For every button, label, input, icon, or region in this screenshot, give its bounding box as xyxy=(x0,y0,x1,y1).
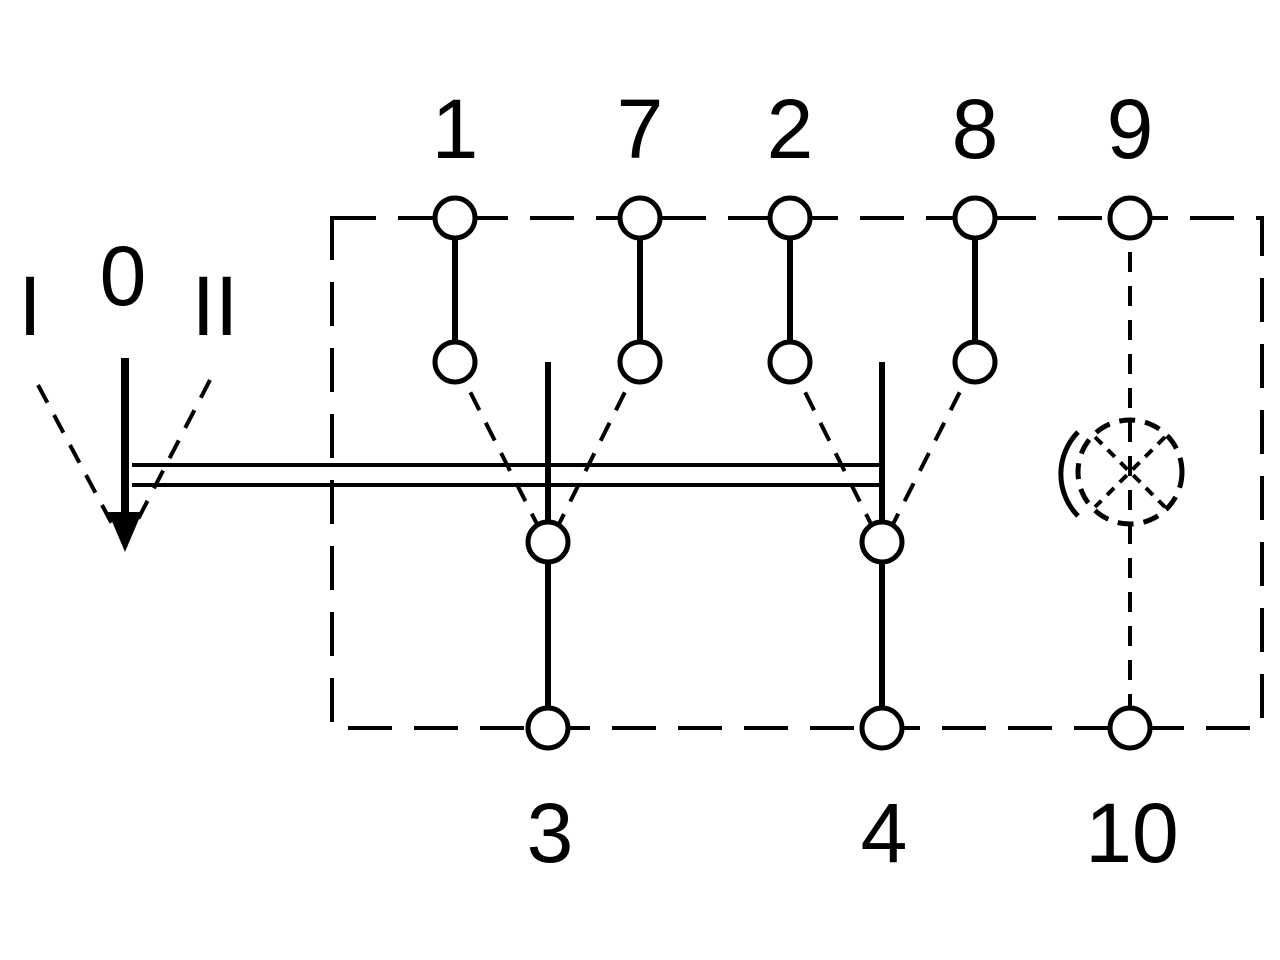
terminal-label-4: 4 xyxy=(861,786,908,880)
fixed-contacts xyxy=(452,218,978,362)
contact-2 xyxy=(767,339,813,385)
terminals xyxy=(432,195,1153,751)
terminal-label-1: 1 xyxy=(432,82,479,176)
terminal-9 xyxy=(1107,195,1153,241)
housing-outline xyxy=(330,216,1264,730)
contact-7 xyxy=(617,339,663,385)
position-labels: I 0 II xyxy=(18,229,238,353)
terminal-label-8: 8 xyxy=(952,82,999,176)
position-label-0: 0 xyxy=(100,229,147,323)
terminal-7 xyxy=(617,195,663,241)
position-label-I: I xyxy=(18,259,41,353)
terminal-8 xyxy=(952,195,998,241)
terminal-10 xyxy=(1107,705,1153,751)
terminal-labels-bottom: 3 4 10 xyxy=(527,786,1179,880)
terminal-4 xyxy=(859,705,905,751)
lamp-circuit xyxy=(1058,218,1185,728)
actuator-arrow xyxy=(36,358,212,552)
contact-1 xyxy=(432,339,478,385)
terminal-3 xyxy=(525,705,571,751)
terminal-label-10: 10 xyxy=(1085,786,1178,880)
common-contacts xyxy=(545,362,885,728)
terminal-label-7: 7 xyxy=(617,82,664,176)
terminal-label-9: 9 xyxy=(1107,82,1154,176)
contact-8 xyxy=(952,339,998,385)
contact-4 xyxy=(859,519,905,565)
terminal-labels-top: 1 7 2 8 9 xyxy=(432,82,1154,176)
position-label-II: II xyxy=(192,259,239,353)
terminal-2 xyxy=(767,195,813,241)
terminal-label-3: 3 xyxy=(527,786,574,880)
terminal-label-2: 2 xyxy=(767,82,814,176)
switching-paths xyxy=(453,361,977,531)
contact-3 xyxy=(525,519,571,565)
terminal-1 xyxy=(432,195,478,241)
